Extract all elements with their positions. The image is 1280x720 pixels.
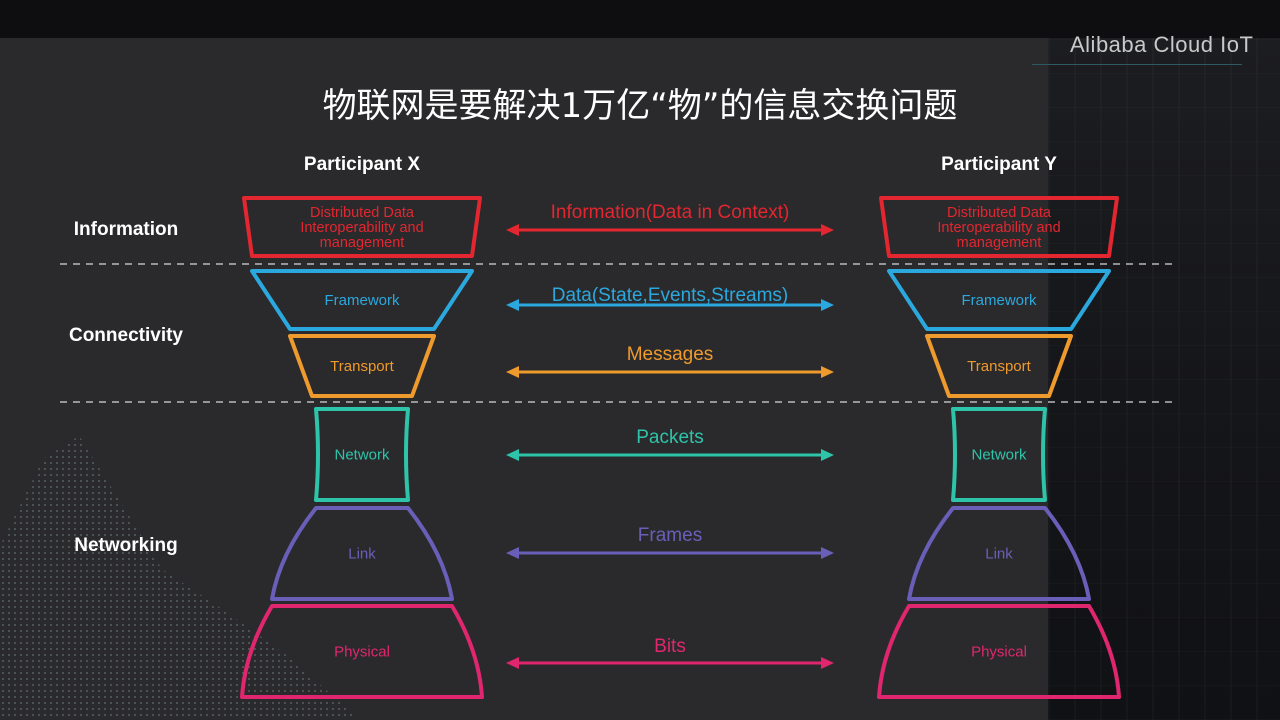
exchange-label-0: Information(Data in Context) [551, 202, 790, 223]
layer-distributed-data-label-x: Distributed Data [310, 205, 415, 221]
participant-x-label: Participant X [303, 154, 421, 175]
exchange-arrow-5-head-right [821, 657, 834, 669]
layer-transport-label-y: Transport [967, 358, 1031, 375]
exchange-arrow-3-head-left [506, 449, 519, 461]
layer-framework-label-x: Framework [324, 292, 400, 309]
layer-distributed-data-label-y: Distributed Data [947, 205, 1052, 221]
layer-distributed-data-label-x: Interoperability and [300, 220, 423, 236]
layer-framework-shape-x [250, 269, 474, 331]
exchange-label-3: Packets [636, 427, 704, 448]
exchange-label-5: Bits [654, 636, 686, 657]
layer-distributed-data-label-y: Interoperability and [937, 220, 1060, 236]
background-city-image [1048, 38, 1280, 720]
exchange-arrow-3-head-right [821, 449, 834, 461]
layer-framework-label-y: Framework [961, 292, 1037, 309]
exchange-arrow-1-head-left [506, 299, 519, 311]
layer-physical-shape-x [240, 604, 484, 699]
layer-physical-shape-y [877, 604, 1121, 699]
row-label-connectivity: Connectivity [68, 325, 184, 346]
exchange-label-2: Messages [627, 344, 714, 365]
exchange-arrow-2-head-left [506, 366, 519, 378]
exchange-label-1: Data(State,Events,Streams) [552, 285, 789, 306]
layer-physical-label-x: Physical [334, 644, 390, 661]
layer-transport-shape-y [925, 334, 1073, 398]
exchange-arrow-5-head-left [506, 657, 519, 669]
layer-network-shape-y [951, 407, 1047, 502]
layer-link-label-x: Link [348, 546, 376, 563]
slide-title: 物联网是要解决1万亿“物”的信息交换问题 [322, 86, 958, 126]
exchange-arrow-2-head-right [821, 366, 834, 378]
layer-distributed-data-label-x: management [320, 235, 405, 251]
brand-logo-text: Alibaba Cloud IoT [1070, 32, 1254, 57]
exchange-arrow-0-head-left [506, 224, 519, 236]
layer-transport-shape-x [288, 334, 436, 398]
layer-link-shape-y [907, 506, 1091, 601]
layer-transport-label-x: Transport [330, 358, 394, 375]
layer-distributed-data-label-y: management [957, 235, 1042, 251]
exchange-arrow-1-head-right [821, 299, 834, 311]
row-label-networking: Networking [74, 535, 178, 556]
exchange-arrow-4-head-left [506, 547, 519, 559]
row-label-information: Information [73, 219, 179, 240]
brand-underline [1032, 64, 1242, 65]
participant-y-label: Participant Y [941, 154, 1057, 175]
exchange-arrow-4-head-right [821, 547, 834, 559]
layer-network-label-x: Network [334, 447, 390, 464]
layer-network-label-y: Network [971, 447, 1027, 464]
exchange-label-4: Frames [638, 525, 702, 546]
layer-distributed-data-shape-x [242, 196, 482, 258]
layer-link-label-y: Link [985, 546, 1013, 563]
layer-link-shape-x [270, 506, 454, 601]
layer-framework-shape-y [887, 269, 1111, 331]
exchange-arrow-0-head-right [821, 224, 834, 236]
top-bar [0, 0, 1280, 38]
layer-distributed-data-shape-y [879, 196, 1119, 258]
layer-physical-label-y: Physical [971, 644, 1027, 661]
layer-network-shape-x [314, 407, 410, 502]
